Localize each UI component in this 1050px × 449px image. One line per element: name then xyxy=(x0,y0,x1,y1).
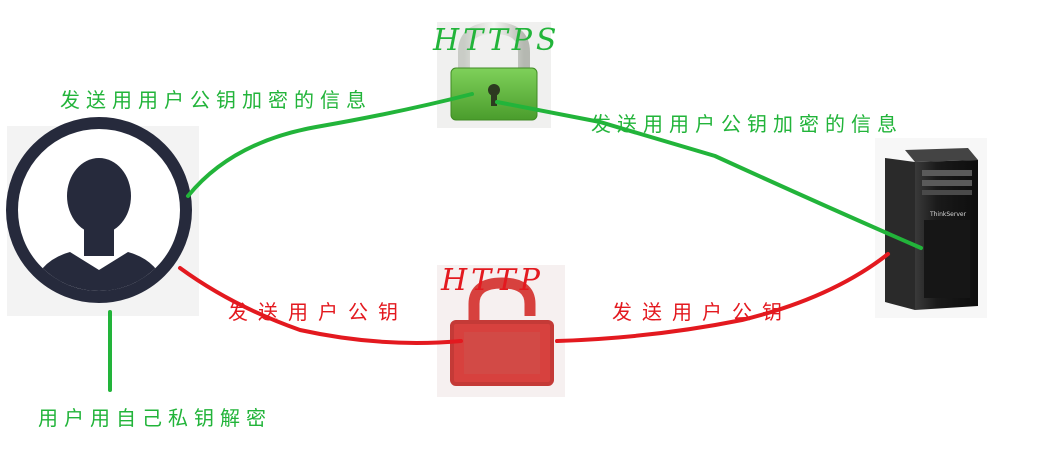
green-line-user-to-https xyxy=(186,92,474,198)
label-top-left: 发送用用户公钥加密的信息 xyxy=(60,88,372,112)
label-bottom-right: 发送用户公钥 xyxy=(612,300,792,324)
https-lock-icon xyxy=(437,21,551,128)
http-lock-icon xyxy=(437,265,565,397)
label-bottom-left: 发送用户公钥 xyxy=(228,300,408,324)
connections xyxy=(108,92,923,392)
label-decrypt: 用户用自己私钥解密 xyxy=(38,406,272,430)
server-icon: ThinkServer xyxy=(875,138,987,318)
red-line-http-to-server xyxy=(555,252,890,343)
https-label: HTTPS xyxy=(432,23,560,58)
http-label: HTTP xyxy=(440,263,544,298)
server-side xyxy=(885,158,915,310)
red-line-user-to-http xyxy=(178,266,463,345)
green-line-https-to-server xyxy=(495,100,923,250)
https-lock-shackle xyxy=(458,21,530,72)
server-brand-label: ThinkServer xyxy=(929,211,967,218)
user-avatar-icon xyxy=(6,117,199,316)
label-top-right: 发送用用户公钥加密的信息 xyxy=(591,112,903,136)
http-lock-shackle xyxy=(468,277,536,325)
